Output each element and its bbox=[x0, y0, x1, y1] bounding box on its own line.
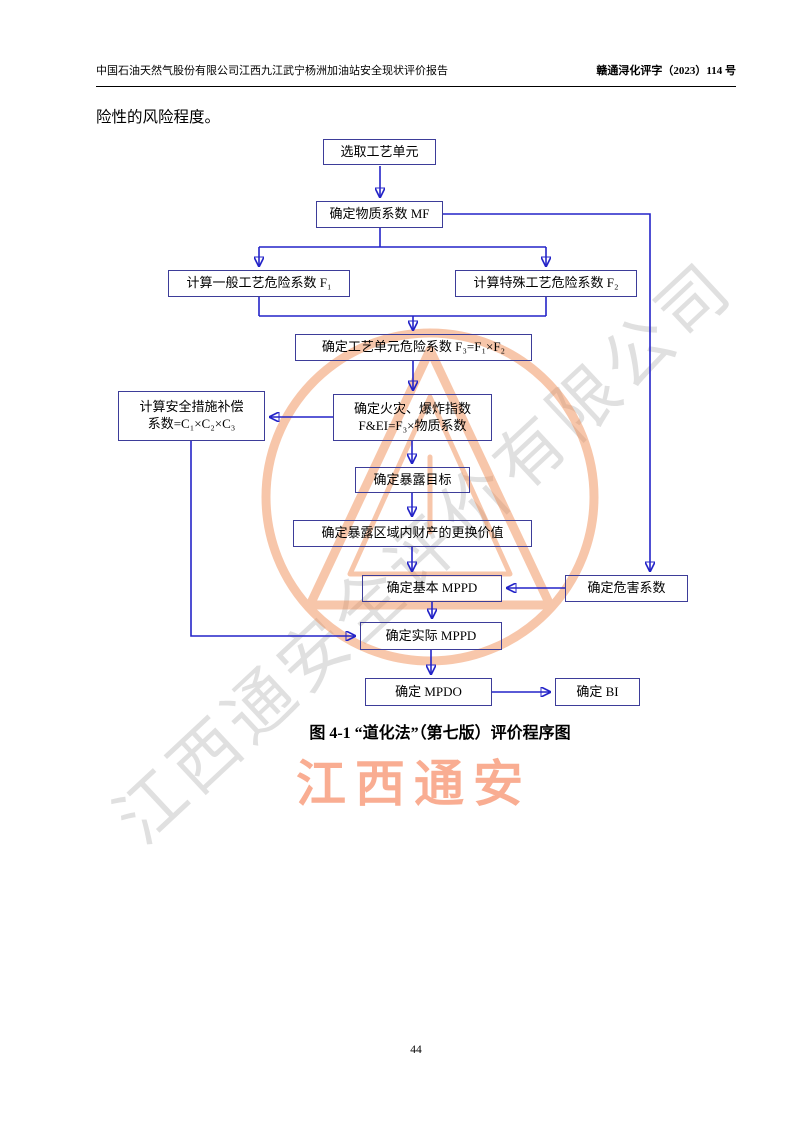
flow-node-special-process-hazard: 计算特殊工艺危险系数 F₂ bbox=[455, 270, 637, 297]
flow-node-hazard-factor: 确定危害系数 bbox=[565, 575, 688, 602]
intro-paragraph: 险性的风险程度。 bbox=[96, 109, 221, 126]
diagonal-watermark-text: 江西通安全评价有限公司 bbox=[100, 247, 749, 859]
orange-stamp-watermark-text: 江西通安 bbox=[296, 756, 532, 812]
page-header: 中国石油天然气股份有限公司江西九江武宁杨洲加油站安全现状评价报告 赣通浔化评字（… bbox=[96, 64, 736, 78]
flow-node-fire-explosion-index: 确定火灾、爆炸指数 F&EI=F₃×物质系数 bbox=[333, 394, 492, 441]
flow-node-bi: 确定 BI bbox=[555, 678, 640, 706]
header-document-number: 赣通浔化评字（2023）114 号 bbox=[596, 65, 736, 77]
flow-node-material-factor: 确定物质系数 MF bbox=[316, 201, 443, 228]
page-number: 44 bbox=[410, 1044, 422, 1056]
flow-node-base-mppd: 确定基本 MPPD bbox=[362, 575, 502, 602]
company-logo-watermark-icon bbox=[261, 328, 599, 666]
flow-node-safety-compensation: 计算安全措施补偿 系数=C₁×C₂×C₃ bbox=[118, 391, 265, 441]
header-divider bbox=[96, 86, 736, 87]
flow-node-unit-hazard-factor: 确定工艺单元危险系数 F₃=F₁×F₂ bbox=[295, 334, 532, 361]
header-report-title: 中国石油天然气股份有限公司江西九江武宁杨洲加油站安全现状评价报告 bbox=[96, 65, 448, 77]
figure-caption: 图 4-1 “道化法”（第七版）评价程序图 bbox=[309, 725, 571, 742]
flow-node-select-unit: 选取工艺单元 bbox=[323, 139, 436, 165]
connector-mf-to-hazard-factor bbox=[443, 213, 650, 571]
flow-node-mpdo: 确定 MPDO bbox=[365, 678, 492, 706]
flow-node-general-process-hazard: 计算一般工艺危险系数 F₁ bbox=[168, 270, 350, 297]
flow-node-actual-mppd: 确定实际 MPPD bbox=[360, 622, 502, 650]
flow-node-exposure-target: 确定暴露目标 bbox=[355, 467, 470, 493]
flow-node-replacement-value: 确定暴露区域内财产的更换价值 bbox=[293, 520, 532, 547]
